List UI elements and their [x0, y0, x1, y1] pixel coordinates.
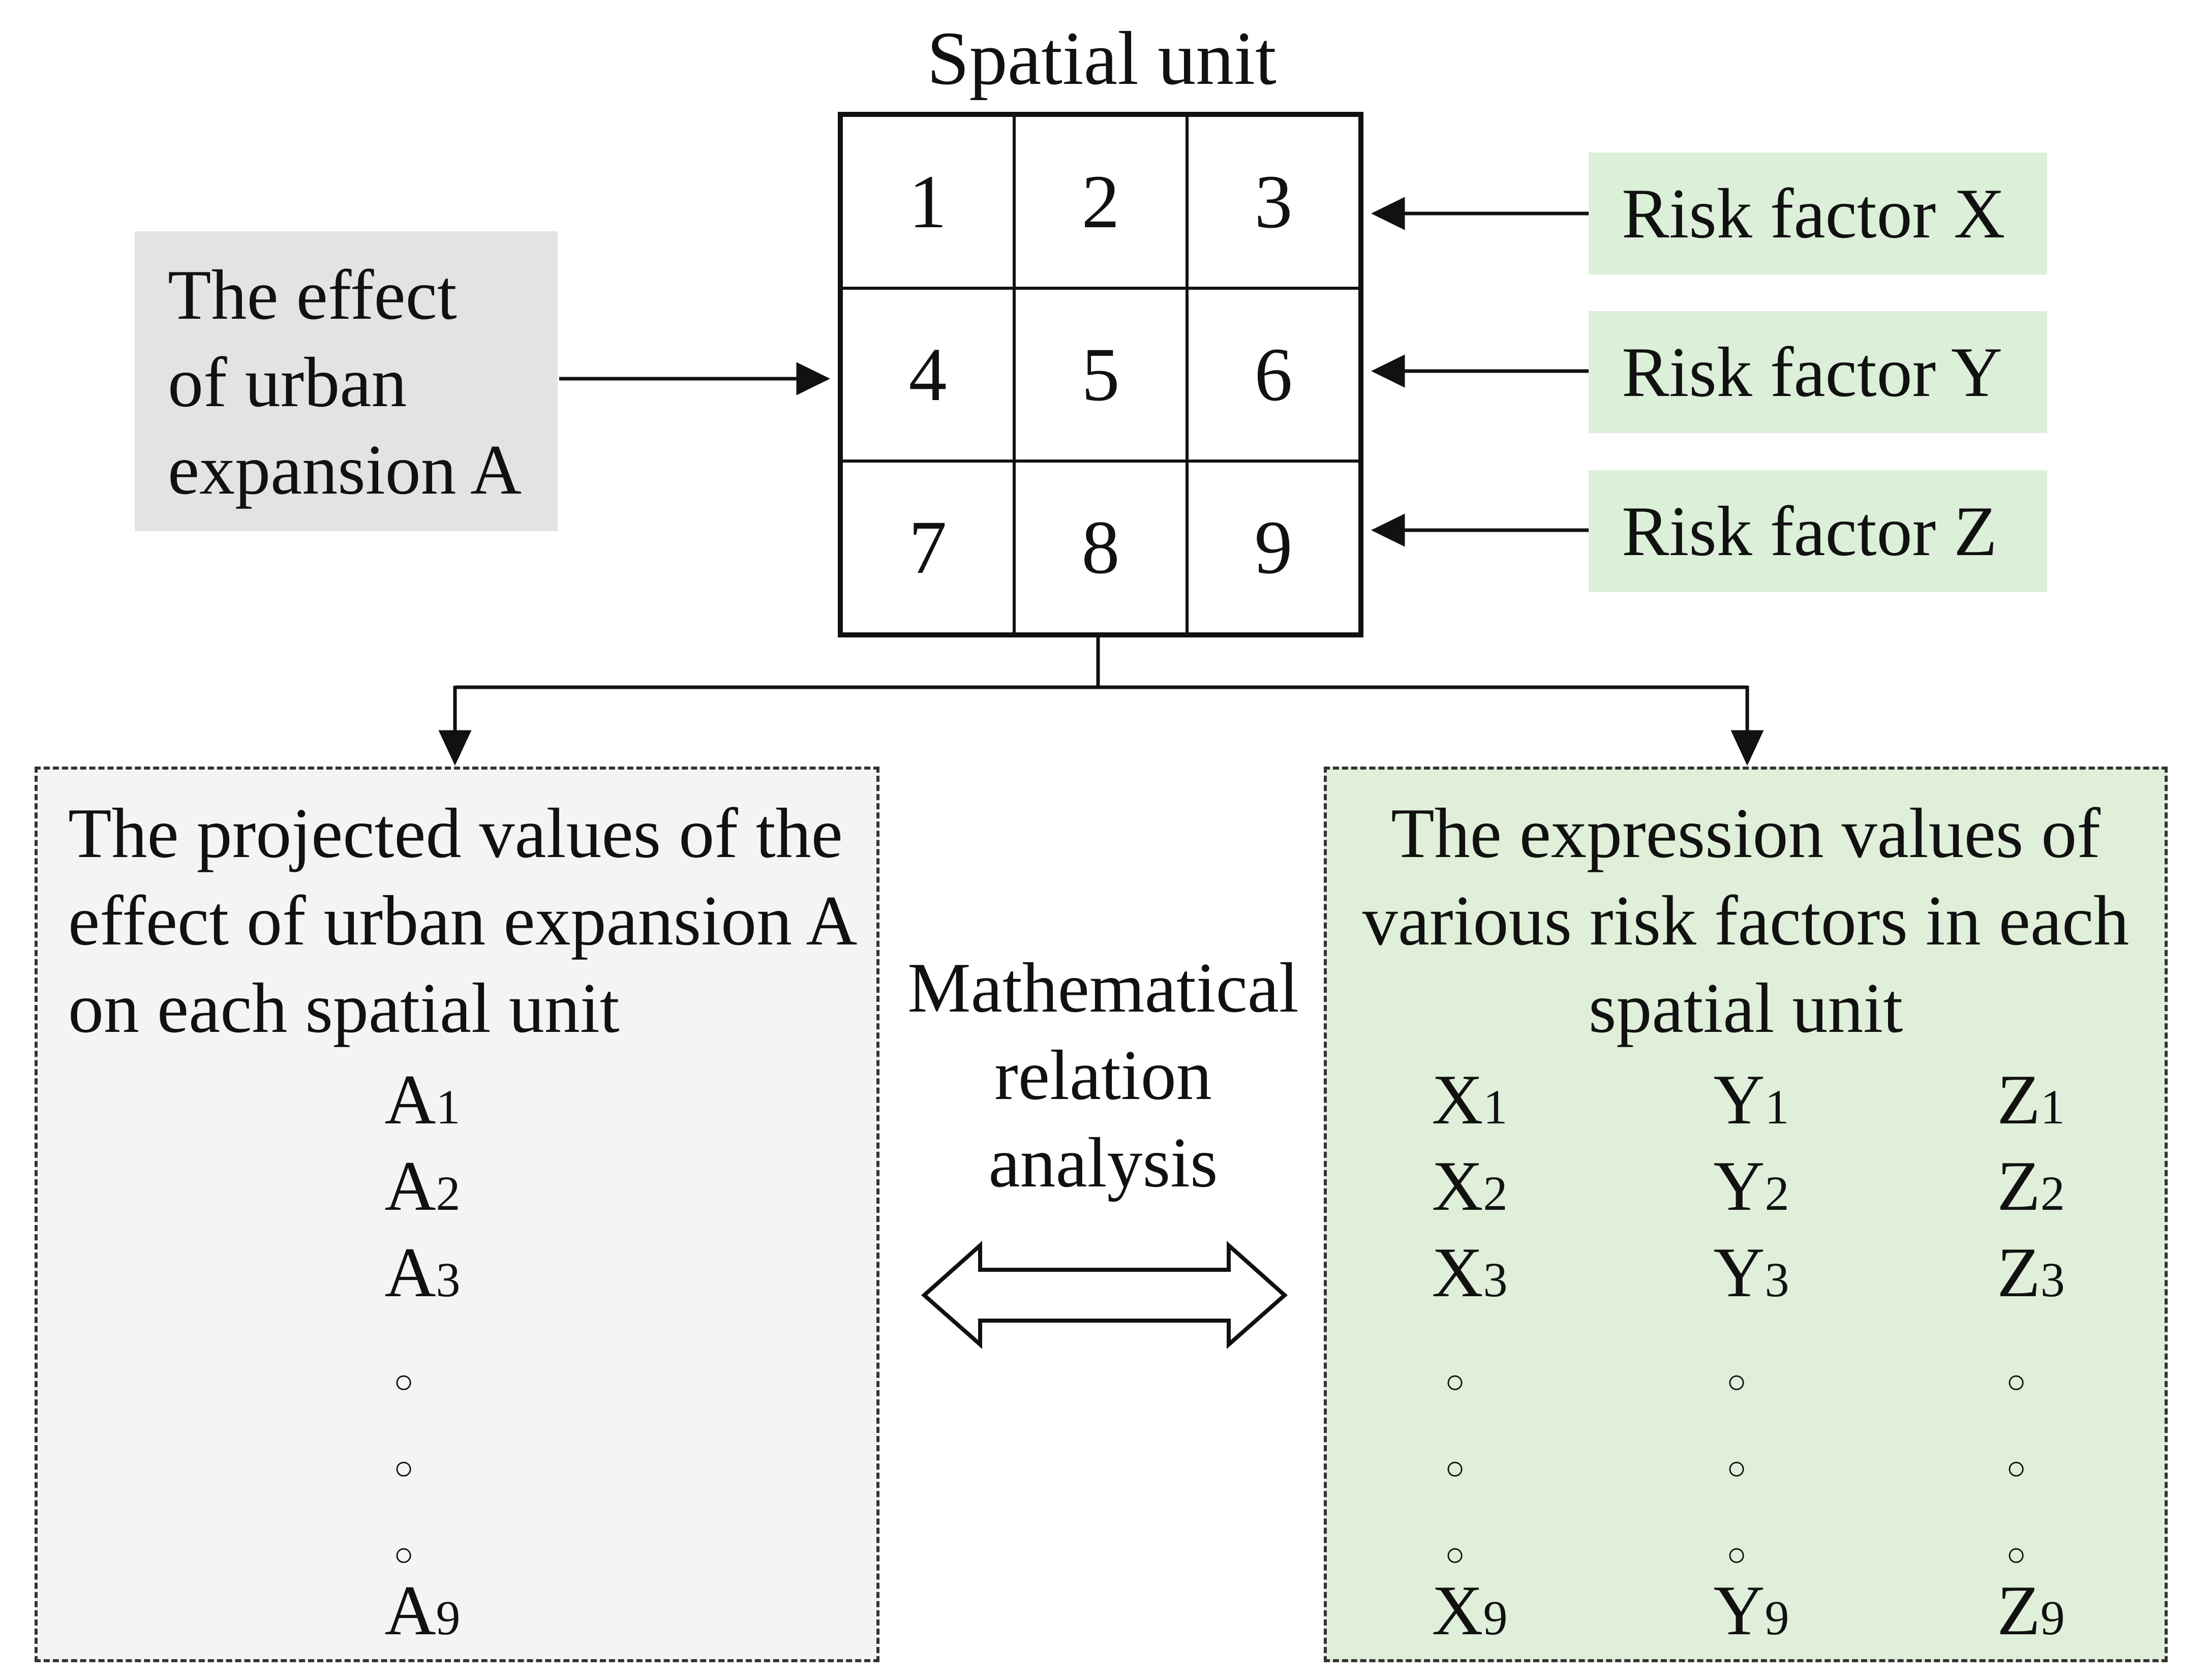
grid-cell: 5: [1014, 288, 1187, 461]
value-y9: Y9: [1713, 1571, 1789, 1650]
panel-heading-line: effect of urban expansion A: [68, 881, 858, 960]
value-y3: Y3: [1713, 1233, 1789, 1312]
panel-heading-line: on each spatial unit: [68, 969, 620, 1048]
ellipsis-dot: ○: [1445, 1450, 1465, 1487]
grid-cell: 6: [1187, 288, 1360, 461]
panel-heading-line: The expression values of: [1391, 794, 2101, 873]
ellipsis-dot: ○: [1445, 1363, 1465, 1400]
grid-cell: 2: [1014, 115, 1187, 288]
ellipsis-dot: ○: [2006, 1536, 2026, 1573]
risk-factor-z-box: Risk factor Z: [1589, 470, 2047, 592]
ellipsis-dot: ○: [1726, 1363, 1747, 1400]
effect-line: of urban: [168, 343, 407, 422]
panel-heading-line: spatial unit: [1588, 969, 1903, 1048]
value-x2: X2: [1432, 1147, 1508, 1226]
value-x9: X9: [1432, 1571, 1508, 1650]
grid-cell: 1: [841, 115, 1014, 288]
ellipsis-dot: ○: [393, 1536, 414, 1573]
value-z2: Z2: [1997, 1147, 2065, 1226]
value-a2: A2: [384, 1147, 461, 1226]
risk-factor-y-box: Risk factor Y: [1589, 311, 2047, 433]
value-y2: Y2: [1713, 1147, 1789, 1226]
value-z3: Z3: [1997, 1233, 2065, 1312]
panel-heading-line: The projected values of the: [68, 794, 843, 873]
grid-cell: 4: [841, 288, 1014, 461]
value-z1: Z1: [1997, 1060, 2065, 1139]
risk-factor-x-box: Risk factor X: [1589, 152, 2047, 274]
relation-label-line: relation: [994, 1036, 1212, 1115]
relation-label-line: analysis: [988, 1123, 1218, 1202]
ellipsis-dot: ○: [393, 1363, 414, 1400]
risk-expression-panel: The expression values of various risk fa…: [1324, 767, 2168, 1662]
spatial-unit-title: Spatial unit: [927, 16, 1277, 101]
effect-line: The effect: [168, 256, 457, 334]
ellipsis-dot: ○: [2006, 1450, 2026, 1487]
panel-heading-line: various risk factors in each: [1362, 881, 2130, 960]
double-arrow-icon: [921, 1241, 1288, 1349]
grid-cell: 3: [1187, 115, 1360, 288]
grid-cell: 9: [1187, 461, 1360, 634]
grid-cell: 7: [841, 461, 1014, 634]
spatial-unit-grid: 1 2 3 4 5 6 7 8 9: [838, 112, 1363, 637]
ellipsis-dot: ○: [1726, 1536, 1747, 1573]
value-x3: X3: [1432, 1233, 1508, 1312]
effect-line: expansion A: [168, 431, 522, 509]
ellipsis-dot: ○: [2006, 1363, 2026, 1400]
grid-cell: 8: [1014, 461, 1187, 634]
relation-label-line: Mathematical: [907, 949, 1299, 1027]
projected-values-panel: The projected values of the effect of ur…: [35, 767, 879, 1662]
value-y1: Y1: [1713, 1060, 1789, 1139]
value-x1: X1: [1432, 1060, 1508, 1139]
value-a3: A3: [384, 1233, 461, 1312]
ellipsis-dot: ○: [1726, 1450, 1747, 1487]
urban-expansion-effect-box: The effect of urban expansion A: [135, 231, 558, 531]
ellipsis-dot: ○: [393, 1450, 414, 1487]
value-a9: A9: [384, 1571, 461, 1650]
ellipsis-dot: ○: [1445, 1536, 1465, 1573]
value-z9: Z9: [1997, 1571, 2065, 1650]
value-a1: A1: [384, 1060, 461, 1139]
